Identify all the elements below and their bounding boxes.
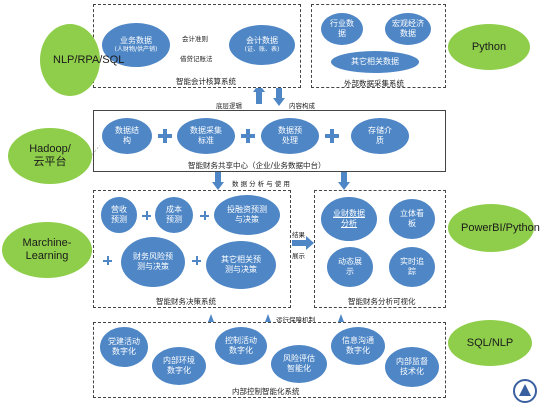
control-item-communication: 信息沟通数字化 — [330, 326, 386, 366]
tech-nlp-rpa-sql: NLP/RPA/SQL — [40, 24, 124, 96]
arrow-up-left — [253, 84, 265, 104]
realtime-tracking-node: 实时追踪 — [388, 246, 436, 288]
dynamic-display-node: 动态展示 — [326, 246, 374, 288]
visualization-title: 智能财务分析可视化 — [348, 297, 416, 306]
bottom-logic-label: 底层逻辑 — [216, 102, 242, 110]
arrow-down-right — [273, 86, 285, 106]
content-composition-label: 内容构成 — [289, 102, 315, 110]
support-mechanism-label: 运行保障机制 — [276, 316, 315, 324]
arrow-center-to-visual — [338, 172, 350, 190]
control-item-party: 党建活动数字化 — [99, 326, 149, 368]
arrow-center-to-decision — [212, 172, 224, 190]
revenue-forecast-node: 营收预测 — [100, 196, 138, 234]
control-item-activity: 控制活动数字化 — [214, 326, 268, 366]
center-item-standard: 数据采集标准 — [176, 117, 236, 155]
accounting-rule-label: 会计准则 — [182, 35, 208, 43]
investment-decision-node: 投融资预测与决策 — [213, 194, 281, 236]
plus-icon — [142, 211, 151, 220]
cube-board-node: 立体看板 — [388, 198, 436, 240]
tech-sql-nlp: SQL/NLP — [448, 320, 532, 366]
plus-icon — [325, 129, 339, 143]
tech-machine-learning: Marchine-Learning — [2, 222, 92, 278]
plus-icon — [192, 256, 201, 265]
internal-control-title: 内部控制智能化系统 — [232, 387, 300, 396]
plus-icon — [158, 129, 172, 143]
macro-data-node: 宏观经济数据 — [384, 12, 432, 46]
control-item-risk: 风险评估智能化 — [270, 344, 328, 384]
risk-decision-node: 财务风险预测与决策 — [120, 236, 186, 288]
other-data-node: 其它相关数据 — [330, 50, 420, 74]
plus-icon — [200, 211, 209, 220]
display-label: 展示 — [292, 252, 305, 260]
external-system-title: 外部数据采集系统 — [344, 79, 404, 88]
plus-icon — [241, 129, 255, 143]
tech-python: Python — [448, 24, 530, 70]
double-entry-label: 借贷记账法 — [180, 55, 213, 63]
business-data-node: 业务数据 (人财物/供产销) — [101, 22, 171, 68]
industry-data-node: 行业数据 — [320, 12, 364, 46]
center-item-preprocess: 数据预处理 — [260, 117, 320, 155]
decision-system-title: 智能财务决策系统 — [156, 297, 216, 306]
accounting-data-node: 会计数据 (证、账、表) — [228, 24, 296, 66]
other-decision-node: 其它相关预测与决策 — [205, 240, 277, 290]
result-label: 结果 — [292, 231, 305, 239]
cost-forecast-node: 成本预测 — [154, 196, 194, 234]
sharing-center-panel — [93, 110, 446, 172]
center-item-storage: 存储介质 — [350, 117, 410, 155]
control-item-environment: 内部环境数字化 — [151, 346, 207, 386]
tech-powerbi-python: PowerBI/Python — [448, 204, 540, 252]
data-analysis-label: 数 据 分 析 与 使 用 — [232, 180, 290, 188]
sharing-center-title: 智能财务共享中心（企业/业务数据中台） — [188, 161, 326, 170]
plus-icon — [103, 256, 112, 265]
center-item-structure: 数据结构 — [101, 117, 153, 155]
big-data-analysis-node: 业财数据分析 — [320, 196, 378, 242]
university-logo-icon — [513, 379, 537, 403]
accounting-system-title: 智能会计核算系统 — [176, 77, 236, 86]
control-item-supervision: 内部监督技术化 — [384, 346, 440, 388]
tech-hadoop-cloud: Hadoop/云平台 — [8, 128, 92, 184]
arrow-result — [292, 236, 314, 250]
